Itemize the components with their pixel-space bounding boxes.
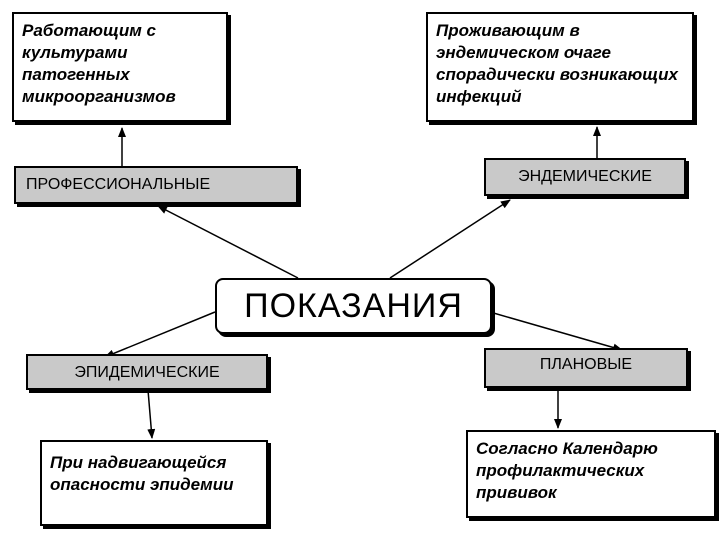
category-professional: ПРОФЕССИОНАЛЬНЫЕ: [14, 166, 298, 204]
note-endemic-text: Проживающим в эндемическом очаге споради…: [436, 21, 678, 106]
note-professional-text: Работающим с культурами патогенных микро…: [22, 21, 176, 106]
category-endemic: ЭНДЕМИЧЕСКИЕ: [484, 158, 686, 196]
note-planned-text: Согласно Календарю профилактических прив…: [476, 439, 658, 502]
category-planned-label: ПЛАНОВЫЕ: [539, 356, 633, 373]
note-endemic: Проживающим в эндемическом очаге споради…: [426, 12, 694, 122]
center-node: ПОКАЗАНИЯ: [215, 278, 492, 334]
category-epidemic: ЭПИДЕМИЧЕСКИЕ: [26, 354, 268, 390]
category-planned: ПЛАНОВЫЕ: [484, 348, 688, 388]
note-epidemic-text: При надвигающейся опасности эпидемии: [50, 453, 234, 494]
note-professional: Работающим с культурами патогенных микро…: [12, 12, 228, 122]
arrow-center-to-endemic: [389, 199, 511, 279]
category-epidemic-label: ЭПИДЕМИЧЕСКИЕ: [74, 364, 220, 381]
arrow-epidemic-to-note: [147, 389, 156, 439]
arrow-center-to-epidemic: [104, 311, 216, 358]
category-endemic-label: ЭНДЕМИЧЕСКИЕ: [518, 168, 652, 185]
category-professional-label: ПРОФЕССИОНАЛЬНЫЕ: [26, 176, 211, 193]
arrow-center-to-planned: [489, 311, 623, 352]
note-epidemic: При надвигающейся опасности эпидемии: [40, 440, 268, 526]
note-planned: Согласно Календарю профилактических прив…: [466, 430, 716, 518]
arrow-center-to-professional: [157, 205, 299, 279]
center-label: ПОКАЗАНИЯ: [244, 286, 463, 325]
